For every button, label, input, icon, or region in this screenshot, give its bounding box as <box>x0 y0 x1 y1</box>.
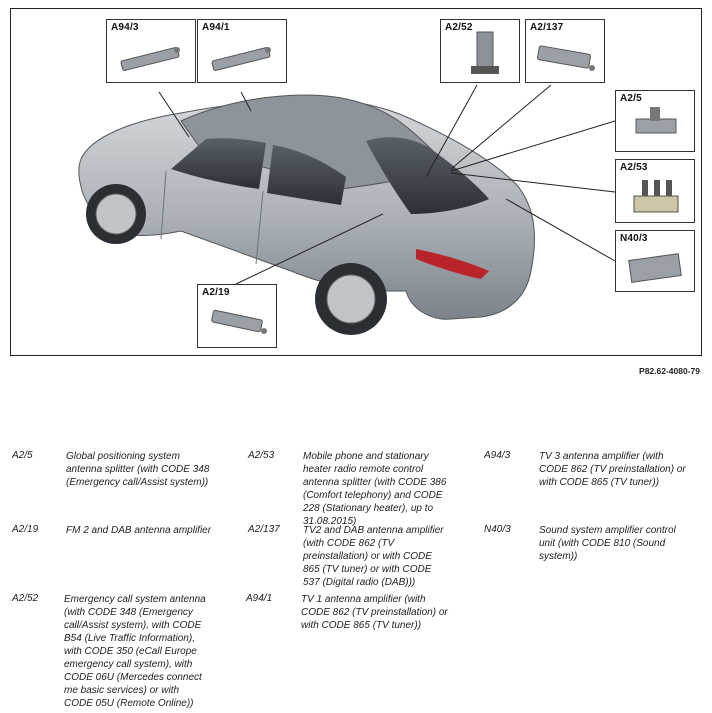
figure-reference-number: P82.62-4080-79 <box>639 366 700 376</box>
legend-code: A2/19 <box>12 524 39 535</box>
callout-a94-1: A94/1 <box>197 19 287 83</box>
callout-a2-137: A2/137 <box>525 19 605 83</box>
legend-code: N40/3 <box>484 524 511 535</box>
control-unit-icon <box>628 253 682 283</box>
callout-label: A2/52 <box>445 22 473 33</box>
callout-a2-5: A2/5 <box>615 90 695 152</box>
legend-code: A2/5 <box>12 450 33 461</box>
callout-label: A2/53 <box>620 162 648 173</box>
callout-a94-3: A94/3 <box>106 19 196 83</box>
legend-code: A2/52 <box>12 593 39 604</box>
car-illustration <box>78 84 616 335</box>
legend-code: A94/1 <box>246 593 273 604</box>
amplifier-component-icon <box>536 45 595 71</box>
car-side-window-front <box>171 138 266 189</box>
legend-description: FM 2 and DAB antenna amplifier <box>66 525 212 536</box>
antenna-locations-figure: A94/3 A94/1 A2/52 A2/137 A2/5 <box>10 8 702 356</box>
legend-description: TV 1 antenna amplifier (with CODE 862 (T… <box>301 594 448 631</box>
legend-description: Emergency call system antenna (with CODE… <box>64 594 206 709</box>
callout-label: A94/3 <box>111 22 139 33</box>
legend-code: A94/3 <box>484 450 511 461</box>
callout-label: A2/5 <box>620 93 642 104</box>
splitter-component-icon <box>633 180 679 213</box>
callout-a2-52: A2/52 <box>440 19 520 83</box>
car-side-window-rear <box>267 145 346 205</box>
callout-label: A2/137 <box>530 22 564 33</box>
legend-description: TV2 and DAB antenna amplifier (with CODE… <box>303 525 444 588</box>
legend-description: TV 3 antenna amplifier (with CODE 862 (T… <box>539 451 686 488</box>
car-taillight <box>416 249 489 279</box>
legend-code: A2/53 <box>248 450 275 461</box>
callout-label: A94/1 <box>202 22 230 33</box>
callout-label: N40/3 <box>620 233 648 244</box>
car-rear-window <box>366 137 489 214</box>
antenna-component-icon <box>471 31 499 74</box>
callout-n40-3: N40/3 <box>615 230 695 292</box>
callout-a2-53: A2/53 <box>615 159 695 223</box>
legend-code: A2/137 <box>248 524 280 535</box>
amplifier-component-icon <box>211 309 267 334</box>
legend-description: Global positioning system antenna splitt… <box>66 451 210 488</box>
callout-a2-19: A2/19 <box>197 284 277 348</box>
leader-lines <box>158 84 616 285</box>
amplifier-component-icon <box>120 47 180 71</box>
amplifier-component-icon <box>211 47 271 71</box>
callout-label: A2/19 <box>202 287 230 298</box>
legend-description: Mobile phone and stationary heater radio… <box>303 451 447 527</box>
splitter-component-icon <box>635 107 677 134</box>
legend-description: Sound system amplifier control unit (wit… <box>539 525 676 562</box>
